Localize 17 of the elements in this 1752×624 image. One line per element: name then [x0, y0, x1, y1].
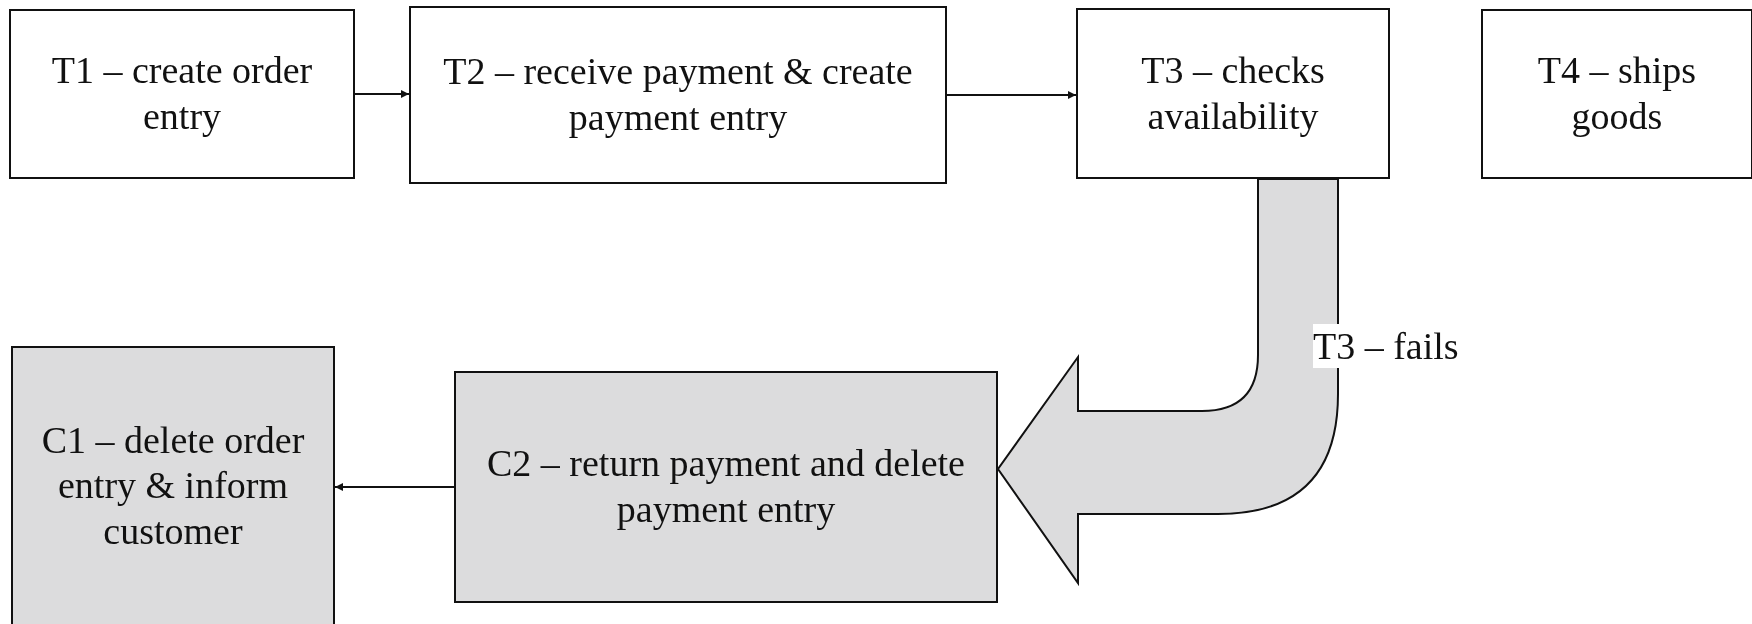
- box-text: T4 – ships goods: [1536, 48, 1698, 139]
- box-text: C1 – delete order entry & inform customer: [40, 417, 306, 554]
- block-arrow: [997, 178, 1339, 584]
- process-box: [1481, 9, 1752, 179]
- process-box: [9, 9, 355, 179]
- box-text: C2 – return payment and delete payment entry: [486, 441, 966, 532]
- process-box: [11, 346, 335, 624]
- arrow: [354, 90, 410, 98]
- process-box: [454, 371, 998, 603]
- edge-label: T3 – fails: [1313, 324, 1459, 368]
- arrow: [334, 483, 455, 491]
- box-text: T2 – receive payment & create payment entry: [442, 49, 914, 140]
- process-box: [1076, 8, 1390, 179]
- process-box: [409, 6, 947, 184]
- arrow: [946, 91, 1077, 99]
- box-text: T3 – checks availability: [1140, 47, 1326, 139]
- box-text: T1 – create order entry: [50, 48, 314, 139]
